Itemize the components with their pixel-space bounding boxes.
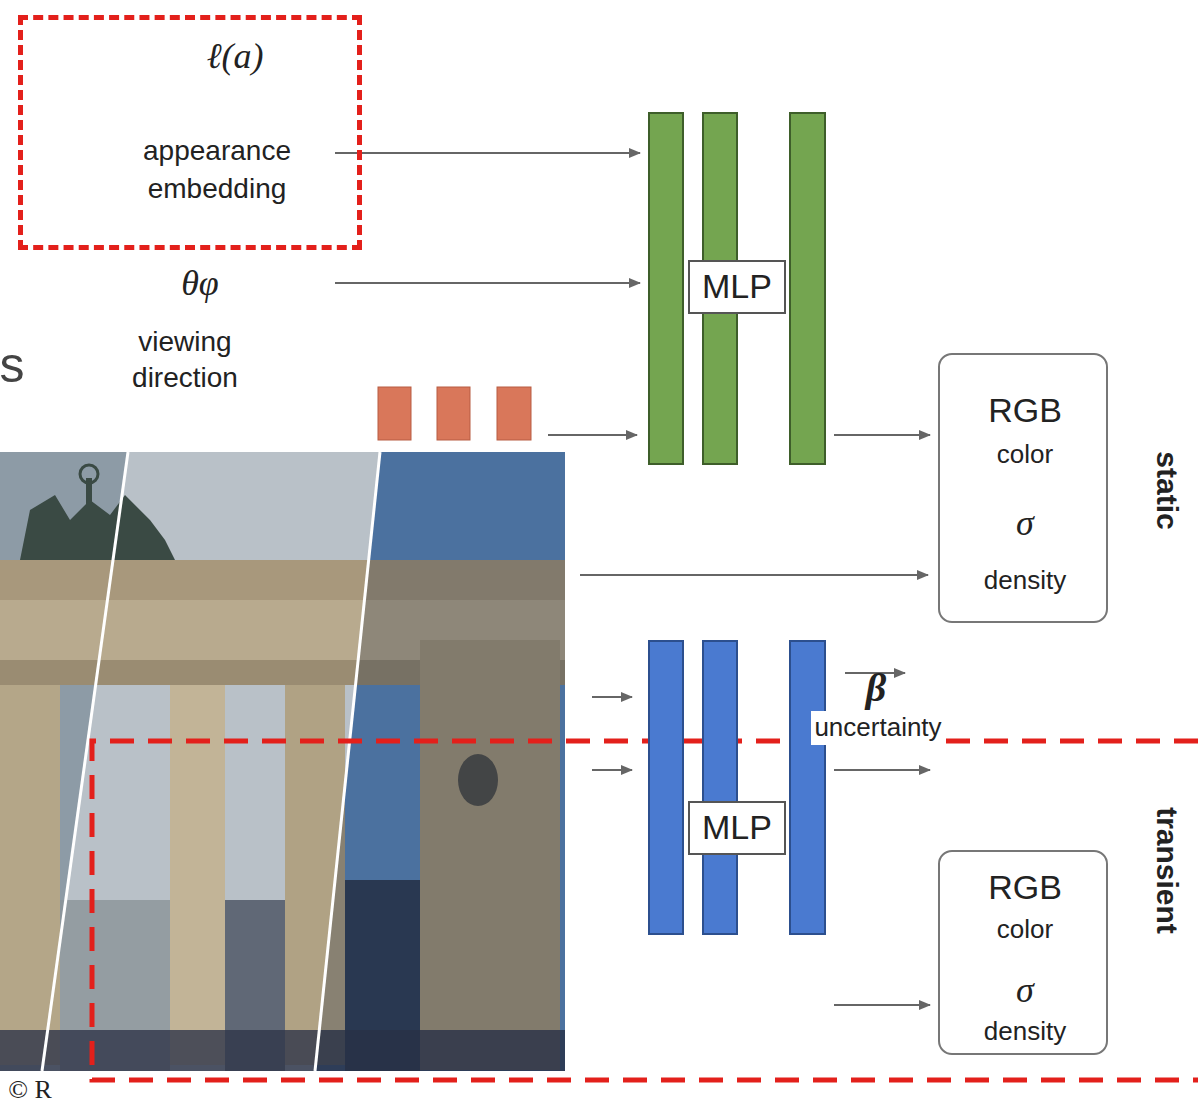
mlp-label: MLP: [688, 801, 786, 855]
output-label: density: [984, 1014, 1066, 1049]
input-label: viewing direction: [90, 324, 280, 397]
branch-label: static: [1148, 451, 1187, 529]
output-label: color: [997, 912, 1053, 947]
feature-square: [437, 387, 470, 440]
math-symbol: θφ: [181, 260, 219, 307]
slide-fragment: s: [0, 333, 25, 398]
input-arrow: [592, 696, 632, 698]
output-label: uncertainty: [811, 711, 944, 745]
highlight-region: [92, 741, 1198, 1080]
mlp-layer-bar: [789, 112, 826, 465]
feature-square: [497, 387, 531, 440]
output-box: RGBcolor σdensity: [938, 850, 1108, 1055]
output-label: color: [997, 437, 1053, 472]
input-label: appearance embedding: [117, 132, 317, 208]
math-symbol: σ: [1016, 499, 1034, 548]
output-label: RGB: [988, 388, 1062, 434]
math-symbol: σ: [1016, 966, 1034, 1015]
mlp-layer-bar: [648, 640, 684, 935]
math-symbol: β: [866, 662, 887, 714]
mlp-layer-bar: [702, 640, 738, 935]
mlp-block: MLP: [648, 112, 826, 465]
connector-arrow: [834, 1004, 930, 1006]
connector-arrow: [834, 434, 930, 436]
connector-arrow: [834, 769, 930, 771]
mlp-block: MLP: [648, 640, 826, 1020]
dashed-highlight-box: ℓ(a) appearance embedding: [18, 15, 362, 250]
mlp-label: MLP: [688, 260, 786, 314]
input-arrow: [580, 574, 928, 576]
output-label: density: [984, 563, 1066, 598]
connector-arrow: [335, 152, 640, 154]
gate-photo: [0, 452, 565, 1071]
input-arrow: [548, 434, 637, 436]
feature-square: [378, 387, 411, 440]
math-symbol: ℓ(a): [207, 32, 264, 81]
mlp-layer-bar: [648, 112, 684, 465]
slide-fragment: © R: [8, 1073, 52, 1105]
input-arrow: [592, 769, 632, 771]
output-box: RGBcolor σ density: [938, 353, 1108, 623]
input-arrow: [335, 282, 640, 284]
output-label: RGB: [988, 865, 1062, 911]
branch-label: transient: [1147, 807, 1186, 934]
mlp-layer-bar: [789, 640, 826, 935]
